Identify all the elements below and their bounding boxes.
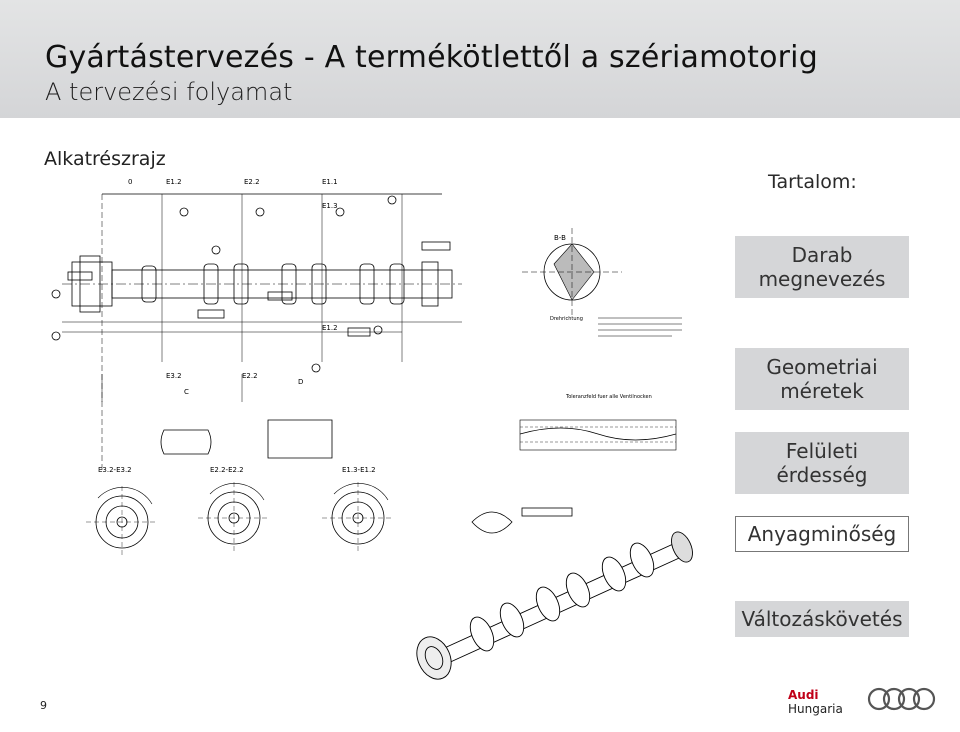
brand-line-hungaria: Hungaria — [788, 702, 843, 716]
datum-label-e22: E2.2 — [244, 178, 260, 186]
datum-label-bb: B-B — [554, 234, 566, 242]
datum-label-e32: E3.2 — [166, 372, 182, 380]
camshaft-technical-drawing: 0 E1.2 E2.2 E1.1 E1.2 E2.2 E1.3 E3.2 B-B… — [42, 172, 694, 684]
contents-item-anyagminoseg[interactable]: Anyagminőség — [735, 516, 909, 552]
datum-label-e11: E1.1 — [322, 178, 338, 186]
section-label-toleranzfeld: Toleranzfeld fuer alle Ventilnocken — [565, 394, 652, 400]
contents-item-valtozaskovetes[interactable]: Változáskövetés — [735, 601, 909, 637]
datum-label-d: D — [298, 378, 303, 386]
datum-label-e22-e22: E2.2-E2.2 — [210, 466, 244, 474]
brand-line-audi: Audi — [788, 688, 819, 702]
audi-rings-logo-icon — [867, 687, 936, 711]
section-label: Alkatrészrajz — [44, 148, 166, 170]
audi-hungaria-wordmark: Audi Hungaria — [788, 688, 843, 716]
page-number: 9 — [40, 699, 47, 712]
header-band — [0, 0, 960, 118]
datum-label-e13-e12: E1.3-E1.2 — [342, 466, 376, 474]
datum-label-c: C — [184, 388, 189, 396]
datum-label-0: 0 — [128, 178, 132, 186]
slide-title: Gyártástervezés - A termékötlettől a szé… — [45, 40, 818, 75]
section-label-drehrichtung: Drehrichtung — [550, 316, 583, 322]
contents-item-feluleti-erdesseg[interactable]: Felületi érdesség — [735, 432, 909, 494]
contents-item-darab-megnevezes[interactable]: Darab megnevezés — [735, 236, 909, 298]
datum-label-e13: E1.3 — [322, 202, 338, 210]
datum-label-e12: E1.2 — [166, 178, 182, 186]
contents-item-geometriai-meretek[interactable]: Geometriai méretek — [735, 348, 909, 410]
datum-label-e32-e32: E3.2-E3.2 — [98, 466, 132, 474]
datum-label-e22b: E2.2 — [242, 372, 258, 380]
slide-subtitle: A tervezési folyamat — [45, 78, 293, 106]
contents-title: Tartalom: — [768, 171, 857, 193]
datum-label-e12b: E1.2 — [322, 324, 338, 332]
